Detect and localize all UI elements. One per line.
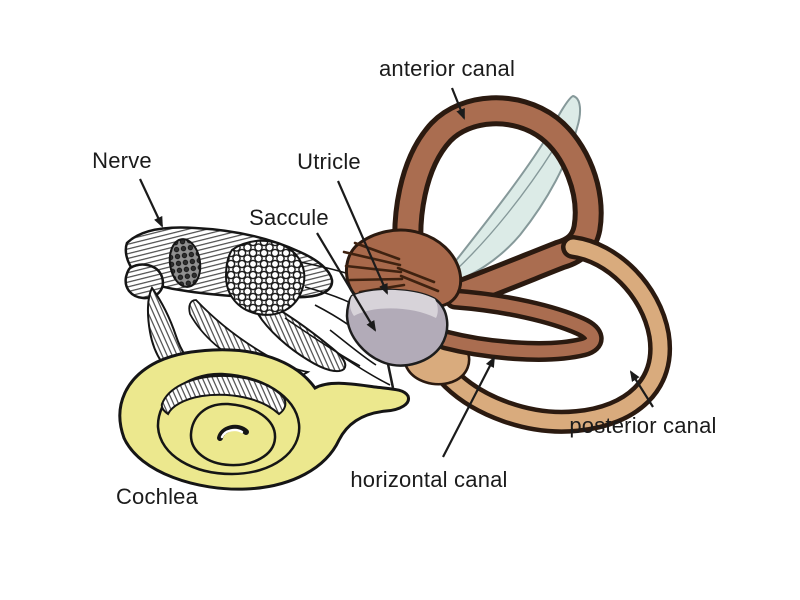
anterior-canal-arrow: [450, 87, 466, 120]
nerve-ganglion-honeycomb: [224, 239, 306, 316]
cochlea-turn-3: [189, 402, 277, 467]
pointer-arrows: [139, 87, 654, 458]
horizontal-canal-arrow: [442, 356, 495, 458]
anterior-canal-label: anterior canal: [378, 56, 516, 81]
nerve-arrow: [139, 178, 163, 228]
utricle-arrow: [336, 180, 389, 295]
cochlea-label: Cochlea: [115, 484, 199, 509]
cochlea-shape: [118, 348, 410, 491]
anterior-canal-shape: [392, 95, 604, 308]
horizontal-canal-label: horizontal canal: [350, 467, 508, 492]
cochlea-striated-band: [160, 374, 287, 416]
posterior-canal-arrow: [629, 370, 654, 408]
nerve-label: Nerve: [92, 148, 152, 173]
horizontal-canal-shape: [435, 288, 604, 362]
nerve-ganglion-dark: [168, 238, 202, 288]
cochlea-apex-hook: [217, 424, 249, 441]
nerve-lower-prong: [124, 263, 165, 300]
saccule-label: Saccule: [249, 205, 329, 230]
saccule-cochlea-duct: [386, 363, 395, 389]
saccule-arrow: [316, 232, 377, 332]
posterior-canal-label: posterior canal: [569, 413, 717, 438]
saccule-shape: [345, 288, 449, 389]
utricle-label: Utricle: [297, 149, 361, 174]
